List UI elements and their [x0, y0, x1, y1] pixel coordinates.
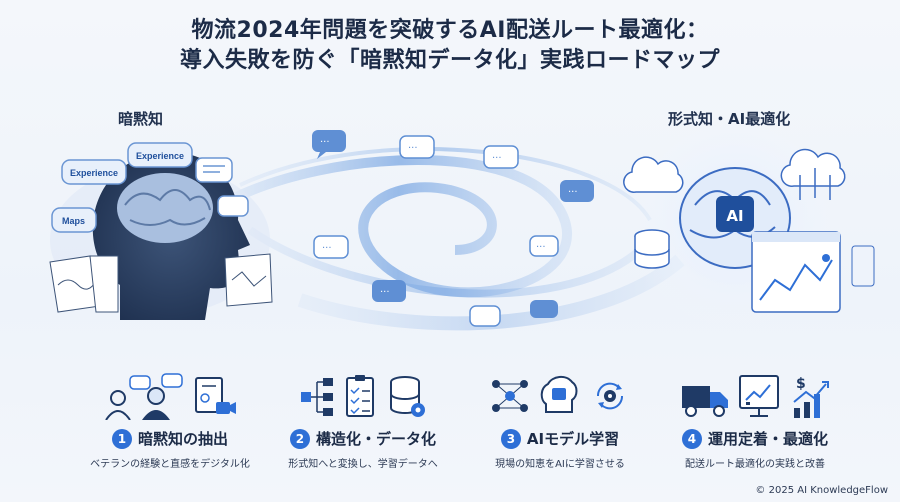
svg-text:···: ···	[492, 153, 502, 164]
neural-network-icon	[492, 380, 528, 412]
svg-text:···: ···	[322, 243, 332, 254]
svg-text:···: ···	[536, 242, 546, 253]
step-description: 配送ルート最適化の実践と改善	[685, 459, 825, 470]
sync-gear-icon	[596, 382, 624, 410]
delivery-truck-icon	[682, 386, 728, 417]
chat-icon-left	[195, 157, 249, 217]
svg-text:···: ···	[408, 143, 418, 154]
copyright-text: © 2025 AI KnowledgeFlow	[755, 485, 888, 496]
step-number: 4	[681, 428, 702, 449]
step-title: 構造化・データ化	[315, 430, 436, 448]
interview-people-icon	[105, 373, 183, 420]
step-title: 暗黙知の抽出	[137, 430, 228, 448]
step-number: 1	[111, 428, 132, 449]
brain-chip-icon	[540, 376, 578, 413]
hierarchy-icon	[301, 378, 333, 416]
svg-text:$: $	[796, 376, 806, 392]
maps-bubble: Maps	[51, 207, 97, 233]
step-title: AIモデル学習	[526, 430, 620, 448]
bubble-text-1: Experience	[70, 168, 118, 178]
document-video-icon	[195, 377, 236, 414]
explicit-knowledge-label: 形式知・AI最適化	[668, 110, 791, 128]
title-line-2: 導入失敗を防ぐ「暗黙知データ化」実践ロードマップ	[179, 48, 720, 73]
step-number: 3	[500, 428, 521, 449]
step-description: 現場の知恵をAIに学習させる	[495, 459, 625, 470]
growth-dollar-icon: $	[793, 376, 829, 418]
svg-text:···: ···	[380, 287, 390, 298]
step-3: 3 AIモデル学習 現場の知恵をAIに学習させる	[455, 370, 665, 470]
page-title: 物流2024年問題を突破するAI配送ルート最適化： 導入失敗を防ぐ「暗黙知データ…	[0, 16, 900, 76]
bubble-text-3: Maps	[62, 216, 85, 226]
step-title: 運用定着・最適化	[707, 430, 828, 448]
cloud-icon-right	[780, 148, 846, 200]
step-description: 形式知へと変換し、学習データへ	[288, 459, 438, 470]
cloud-icon-left	[623, 156, 684, 193]
tacit-knowledge-label: 暗黙知	[118, 110, 164, 128]
analytics-chart-icon	[739, 375, 779, 417]
step-1: 1 暗黙知の抽出 ベテランの経験と直感をデジタル化	[65, 370, 275, 470]
map-paper-icon	[49, 253, 273, 313]
database-icon	[634, 229, 670, 269]
title-line-1: 物流2024年問題を突破するAI配送ルート最適化：	[191, 18, 709, 43]
step-description: ベテランの経験と直感をデジタル化	[90, 459, 250, 470]
step-4: $ 4 運用定着・最適化 配送ルート最適化の実践と改善	[650, 370, 860, 470]
database-gear-icon	[390, 376, 425, 417]
knowledge-swirl	[227, 147, 685, 331]
experience-bubble-1: Experience	[61, 159, 127, 185]
step-number: 2	[289, 428, 310, 449]
checklist-icon	[346, 375, 374, 417]
svg-text:···: ···	[568, 187, 578, 198]
route-map-window	[751, 231, 875, 313]
ai-chip-label: AI	[726, 207, 743, 225]
chat-bubbles: ··· ··· ··· ··· ··· ··· ···	[312, 130, 594, 327]
bubble-text-2: Experience	[136, 151, 184, 161]
experience-bubble-2: Experience	[127, 142, 193, 168]
svg-text:···: ···	[320, 137, 330, 148]
illustration-scene: ··· ··· ··· ··· ··· ··· ··· Experience E…	[49, 110, 875, 331]
step-2: 2 構造化・データ化 形式知へと変換し、学習データへ	[258, 370, 468, 470]
